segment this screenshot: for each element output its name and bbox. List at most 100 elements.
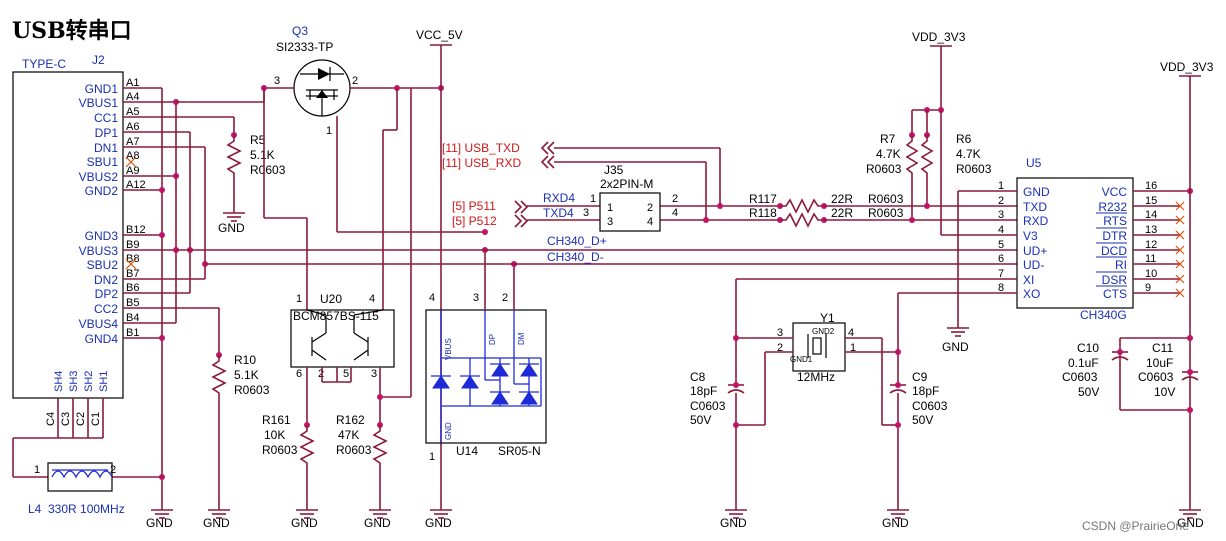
- u14-pin: 3: [473, 292, 479, 304]
- q3-wiring: [261, 85, 485, 398]
- gnd-label: GND: [291, 516, 318, 530]
- r117-ref: R117: [749, 192, 777, 206]
- u20-pin: 6: [296, 368, 302, 380]
- gnd-label: GND: [882, 516, 909, 530]
- c-label: C4: [45, 412, 57, 426]
- dplus-net-label: CH340_D+: [547, 234, 607, 248]
- usb-serial-chip-u5: U5 CH340G GND1TXD2RXD3V34UD+5UD-6XI7XO8V…: [998, 156, 1180, 322]
- c8-ref: C8: [690, 370, 706, 384]
- capacitor-c10: C10 0.1uF C0603 50V: [1062, 341, 1129, 399]
- r7-value: 4.7K: [876, 147, 901, 161]
- u5-left-pin-number: 4: [998, 224, 1004, 236]
- j2-pin-name: GND1: [85, 82, 119, 96]
- c10-ref: C10: [1077, 341, 1099, 355]
- j35-pin: 3: [607, 216, 613, 228]
- c8-package: C0603: [690, 399, 726, 413]
- j2-pin-number: A12: [126, 179, 146, 191]
- y1-ref: Y1: [820, 311, 835, 325]
- u20-pin: 4: [369, 293, 375, 305]
- c10-voltage: 50V: [1078, 385, 1099, 399]
- u5-left-pin-name: UD+: [1023, 244, 1047, 258]
- y1-gnd1-label: GND1: [790, 355, 813, 364]
- gnd-label: GND: [942, 340, 969, 354]
- j35-ref: J35: [604, 163, 624, 177]
- r161-package: R0603: [262, 443, 298, 457]
- u14-vbus-label: VBUS: [444, 338, 453, 360]
- y1-gnd2-label: GND2: [812, 327, 835, 336]
- r117-package: R0603: [868, 192, 904, 206]
- j35-pin: 4: [647, 216, 653, 228]
- mosfet-q3: Q3 SI2333-TP 3 2 1: [274, 24, 358, 137]
- c9-package: C0603: [912, 399, 948, 413]
- j2-pin-number: B1: [126, 327, 139, 339]
- r10-value: 5.1K: [234, 368, 259, 382]
- u5-right-pin-name: R232: [1098, 200, 1127, 214]
- resistor-r5: R5 5.1K R0603 GND: [218, 132, 286, 235]
- r162-ref: R162: [336, 413, 365, 427]
- j2-pin-name: DN2: [94, 273, 118, 287]
- l4-value: 330R 100MHz: [48, 502, 125, 516]
- esd-protection-u14: VBUS DP DM GND 4 3 2 1 U14 SR05-N: [425, 292, 547, 463]
- q3-pin: 2: [352, 75, 358, 87]
- r5-ref: R5: [250, 133, 266, 147]
- j2-pin-number: B7: [126, 268, 139, 280]
- u5-left-pin-number: 3: [998, 209, 1004, 221]
- c-label: C3: [60, 412, 72, 426]
- u5-right-pin-name: DCD: [1101, 244, 1127, 258]
- j2-pin-name: DP2: [95, 287, 119, 301]
- j35-pin-out: 3: [583, 207, 589, 219]
- u5-right-pin-number: 9: [1145, 282, 1151, 294]
- u14-pin: 2: [502, 292, 508, 304]
- u5-left-pin-number: 8: [998, 282, 1004, 294]
- c9-value: 18pF: [912, 384, 939, 398]
- j2-pin-name: SBU2: [87, 258, 119, 272]
- u14-dp-label: DP: [488, 334, 497, 345]
- j2-pin-number: B5: [126, 297, 139, 309]
- gnd-label: GND: [218, 221, 245, 235]
- j2-pin-name: DN1: [94, 141, 118, 155]
- u14-gnd-label: GND: [444, 422, 453, 440]
- u20-pin: 1: [296, 293, 302, 305]
- vdd3v3-rail-a: VDD_3V3: [912, 30, 966, 113]
- u14-part: SR05-N: [498, 444, 541, 458]
- u14-ref: U14: [456, 444, 478, 458]
- j35-pin: 1: [607, 202, 613, 214]
- j2-pin-number: A8: [126, 150, 139, 162]
- j2-pin-number: A5: [126, 106, 139, 118]
- j2-pin-name: GND4: [85, 332, 119, 346]
- resistor-r161: R161 10K R0603: [262, 413, 315, 500]
- j2-pin-number: A7: [126, 136, 139, 148]
- p511-net: [5] P511: [452, 199, 496, 213]
- j2-wiring: [12, 87, 264, 500]
- j2-pin-number: B9: [126, 239, 139, 251]
- r161-value: 10K: [264, 428, 285, 442]
- u5-right-pin-name: CTS: [1103, 287, 1127, 301]
- r161-ref: R161: [262, 413, 291, 427]
- u5-right-pin-number: 13: [1145, 224, 1157, 236]
- u20-part: BCM857BS-115: [293, 309, 379, 323]
- u5-left-pin-name: XI: [1023, 273, 1034, 287]
- txd4-net: TXD4: [543, 206, 574, 220]
- c8-voltage: 50V: [690, 413, 711, 427]
- u5-right-pin-number: 16: [1145, 180, 1157, 192]
- u20-pin: 5: [343, 368, 349, 380]
- dminus-net-label: CH340_D-: [547, 250, 604, 264]
- j2-pin-number: A6: [126, 121, 139, 133]
- u5-left-pin-number: 1: [998, 180, 1004, 192]
- u5-right-pin-number: 15: [1145, 195, 1157, 207]
- r118-ref: R118: [749, 206, 777, 220]
- gnd-label: GND: [203, 516, 230, 530]
- u5-ref: U5: [1026, 156, 1042, 170]
- j2-pin-number: B4: [126, 312, 139, 324]
- j2-pin-name: GND3: [85, 229, 119, 243]
- resistor-r10: R10 5.1K R0603: [211, 352, 270, 500]
- c9-ref: C9: [912, 370, 928, 384]
- u5-left-pin-name: TXD: [1023, 200, 1047, 214]
- c-label: C1: [90, 412, 102, 426]
- page-title: USB转串口: [12, 18, 132, 44]
- u5-right-pin-number: 14: [1145, 209, 1157, 221]
- gnd-label: GND: [146, 516, 173, 530]
- u5-right-pin-number: 10: [1145, 268, 1157, 280]
- c10-package: C0603: [1062, 370, 1098, 384]
